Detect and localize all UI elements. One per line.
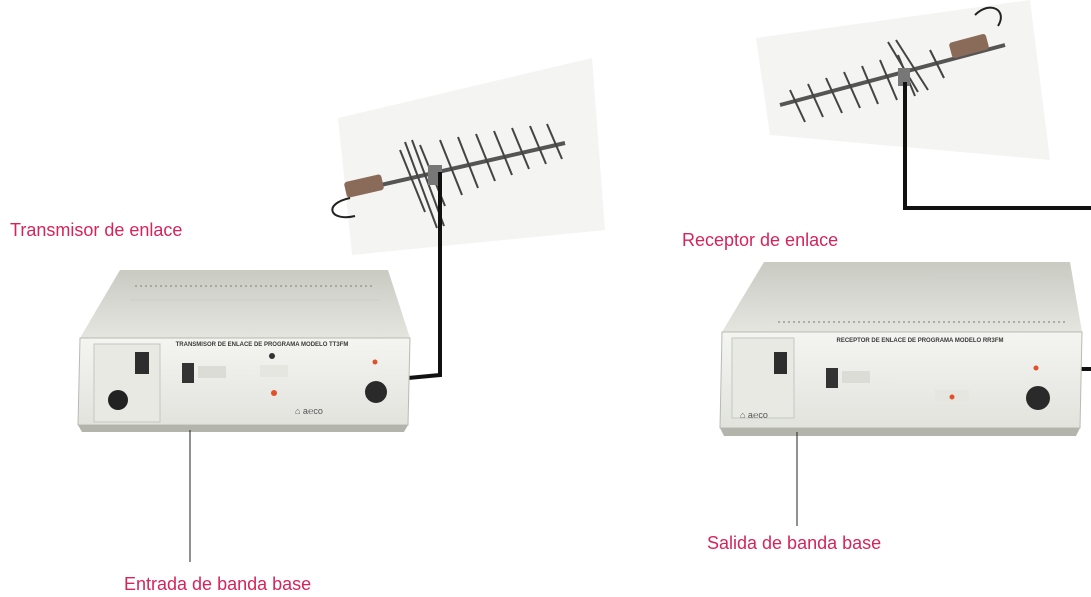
receiver-device: ⌂ a℮co RECEPTOR DE ENLACE DE PROGRAMA MO… xyxy=(719,262,1083,436)
receiver-output-label: Salida de banda base xyxy=(707,533,882,553)
transmitter-input-label: Entrada de banda base xyxy=(124,574,312,594)
indicator-led-icon xyxy=(269,353,275,359)
transmitter-label: Transmisor de enlace xyxy=(10,220,183,240)
receiver-connector-icon xyxy=(1026,386,1050,410)
transmitter-antenna-cable xyxy=(407,172,442,380)
input-connector-icon xyxy=(108,390,128,410)
antenna-connector-icon xyxy=(365,381,387,403)
svg-text:⌂ a℮co: ⌂ a℮co xyxy=(740,410,768,420)
power-switch-icon xyxy=(135,352,149,374)
receiver-antenna-icon xyxy=(756,0,1050,160)
receiver-label: Receptor de enlace xyxy=(682,230,839,250)
receiver-power-switch-icon xyxy=(774,352,787,374)
transmitter-device: ⌂ a℮co TRANSMISOR DE ENLACE DE PROGRAMA … xyxy=(77,270,411,432)
receiver-antenna-cable xyxy=(903,82,1091,210)
receiver-panel-title: RECEPTOR DE ENLACE DE PROGRAMA MODELO RR… xyxy=(836,338,1003,344)
svg-text:⌂ a℮co: ⌂ a℮co xyxy=(295,406,323,416)
transmitter-antenna-icon xyxy=(331,58,605,255)
transmitter-panel-title: TRANSMISOR DE ENLACE DE PROGRAMA MODELO … xyxy=(176,342,349,348)
